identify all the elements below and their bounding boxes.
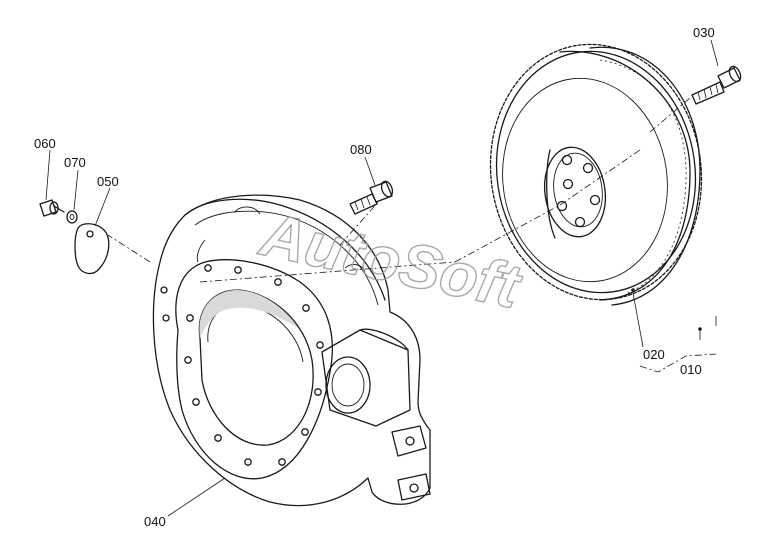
bolt-030-drawing: [691, 65, 742, 105]
label-010: 010: [680, 362, 702, 377]
label-030: 030: [693, 25, 715, 40]
watermark-text: AutoSoft: [253, 200, 528, 323]
small-parts-drawing: [39, 199, 110, 275]
label-060: 060: [34, 136, 56, 151]
label-020: 020: [643, 347, 665, 362]
flywheel-drawing: [489, 43, 703, 331]
bolt-080-drawing: [349, 180, 394, 215]
label-040: 040: [144, 514, 166, 529]
label-070: 070: [64, 155, 86, 170]
flywheel-housing-drawing: [152, 194, 431, 507]
label-080: 080: [350, 142, 372, 157]
label-050: 050: [97, 174, 119, 189]
leader-lines: [45, 39, 719, 517]
